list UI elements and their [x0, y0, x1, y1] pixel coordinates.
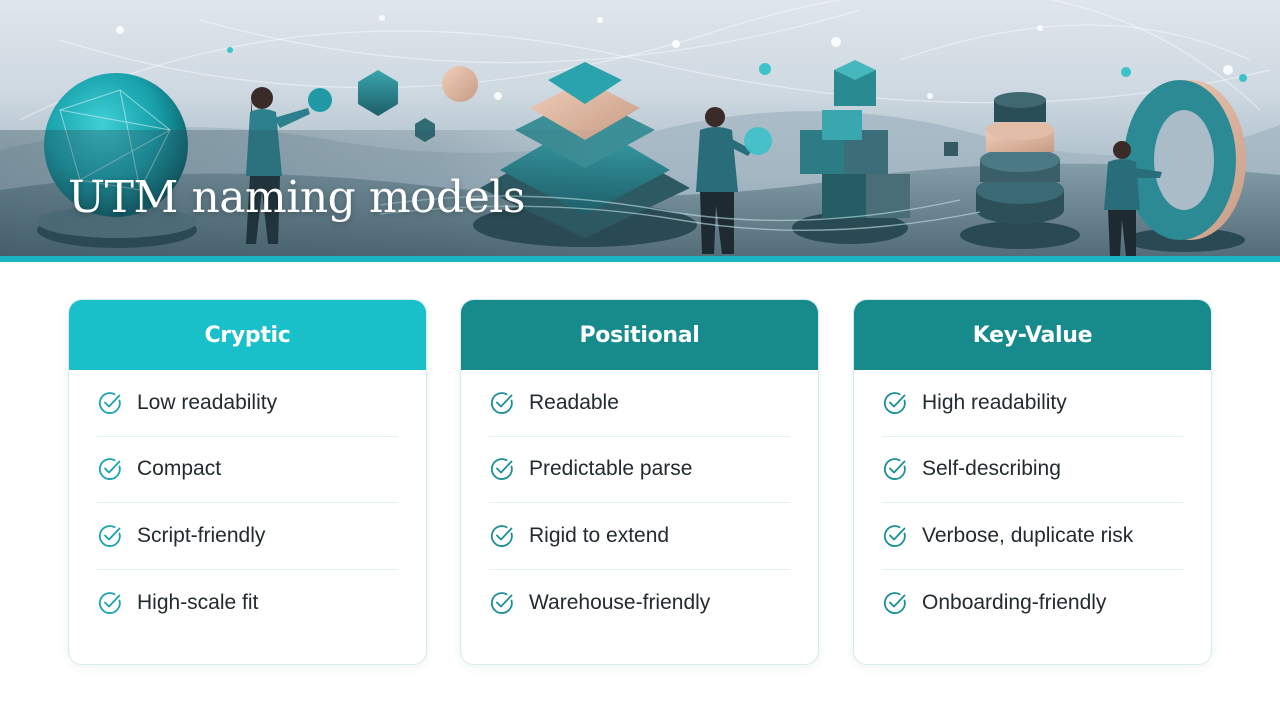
card-header: Key-Value — [854, 300, 1211, 370]
item-label: Self-describing — [922, 457, 1061, 481]
check-circle-icon — [490, 391, 513, 414]
item-label: Readable — [529, 390, 619, 414]
list-item: High-scale fit — [97, 570, 398, 637]
person-figure-left — [246, 87, 310, 244]
person-figure-right — [1104, 141, 1162, 256]
person-figure-middle — [696, 107, 772, 254]
list-item: Low readability — [97, 370, 398, 437]
check-circle-icon — [490, 524, 513, 547]
list-item: Compact — [97, 437, 398, 503]
hero-illustration — [0, 0, 1280, 256]
card-positional: Positional Readable Predictable parse Ri… — [460, 299, 819, 665]
card-header: Cryptic — [69, 300, 426, 370]
model-cards: Cryptic Low readability Compact Script-f… — [68, 299, 1212, 665]
item-label: Verbose, duplicate risk — [922, 523, 1134, 547]
card-header: Positional — [461, 300, 818, 370]
list-item: High readability — [882, 370, 1183, 437]
hero-banner: UTM naming models — [0, 0, 1280, 256]
check-circle-icon — [883, 391, 906, 414]
card-key-value: Key-Value High readability Self-describi… — [853, 299, 1212, 665]
check-circle-icon — [883, 458, 906, 481]
item-label: Compact — [137, 457, 222, 481]
page-title: UTM naming models — [68, 172, 525, 223]
item-label: Predictable parse — [529, 457, 693, 481]
item-label: Rigid to extend — [529, 523, 670, 547]
check-circle-icon — [490, 458, 513, 481]
item-label: Onboarding-friendly — [922, 590, 1107, 614]
check-circle-icon — [98, 391, 121, 414]
header-divider — [0, 256, 1280, 262]
list-item: Verbose, duplicate risk — [882, 503, 1183, 570]
list-item: Onboarding-friendly — [882, 570, 1183, 637]
item-label: High-scale fit — [137, 590, 259, 614]
list-item: Warehouse-friendly — [489, 570, 790, 637]
item-label: Low readability — [137, 390, 278, 414]
list-item: Rigid to extend — [489, 503, 790, 570]
item-label: Script-friendly — [137, 523, 266, 547]
list-item: Predictable parse — [489, 437, 790, 503]
check-circle-icon — [98, 524, 121, 547]
list-item: Readable — [489, 370, 790, 437]
card-cryptic: Cryptic Low readability Compact Script-f… — [68, 299, 427, 665]
check-circle-icon — [98, 591, 121, 614]
list-item: Self-describing — [882, 437, 1183, 503]
item-label: High readability — [922, 390, 1067, 414]
check-circle-icon — [883, 524, 906, 547]
check-circle-icon — [883, 591, 906, 614]
check-circle-icon — [98, 458, 121, 481]
check-circle-icon — [490, 591, 513, 614]
title-backdrop — [0, 130, 620, 256]
item-label: Warehouse-friendly — [529, 590, 711, 614]
list-item: Script-friendly — [97, 503, 398, 570]
